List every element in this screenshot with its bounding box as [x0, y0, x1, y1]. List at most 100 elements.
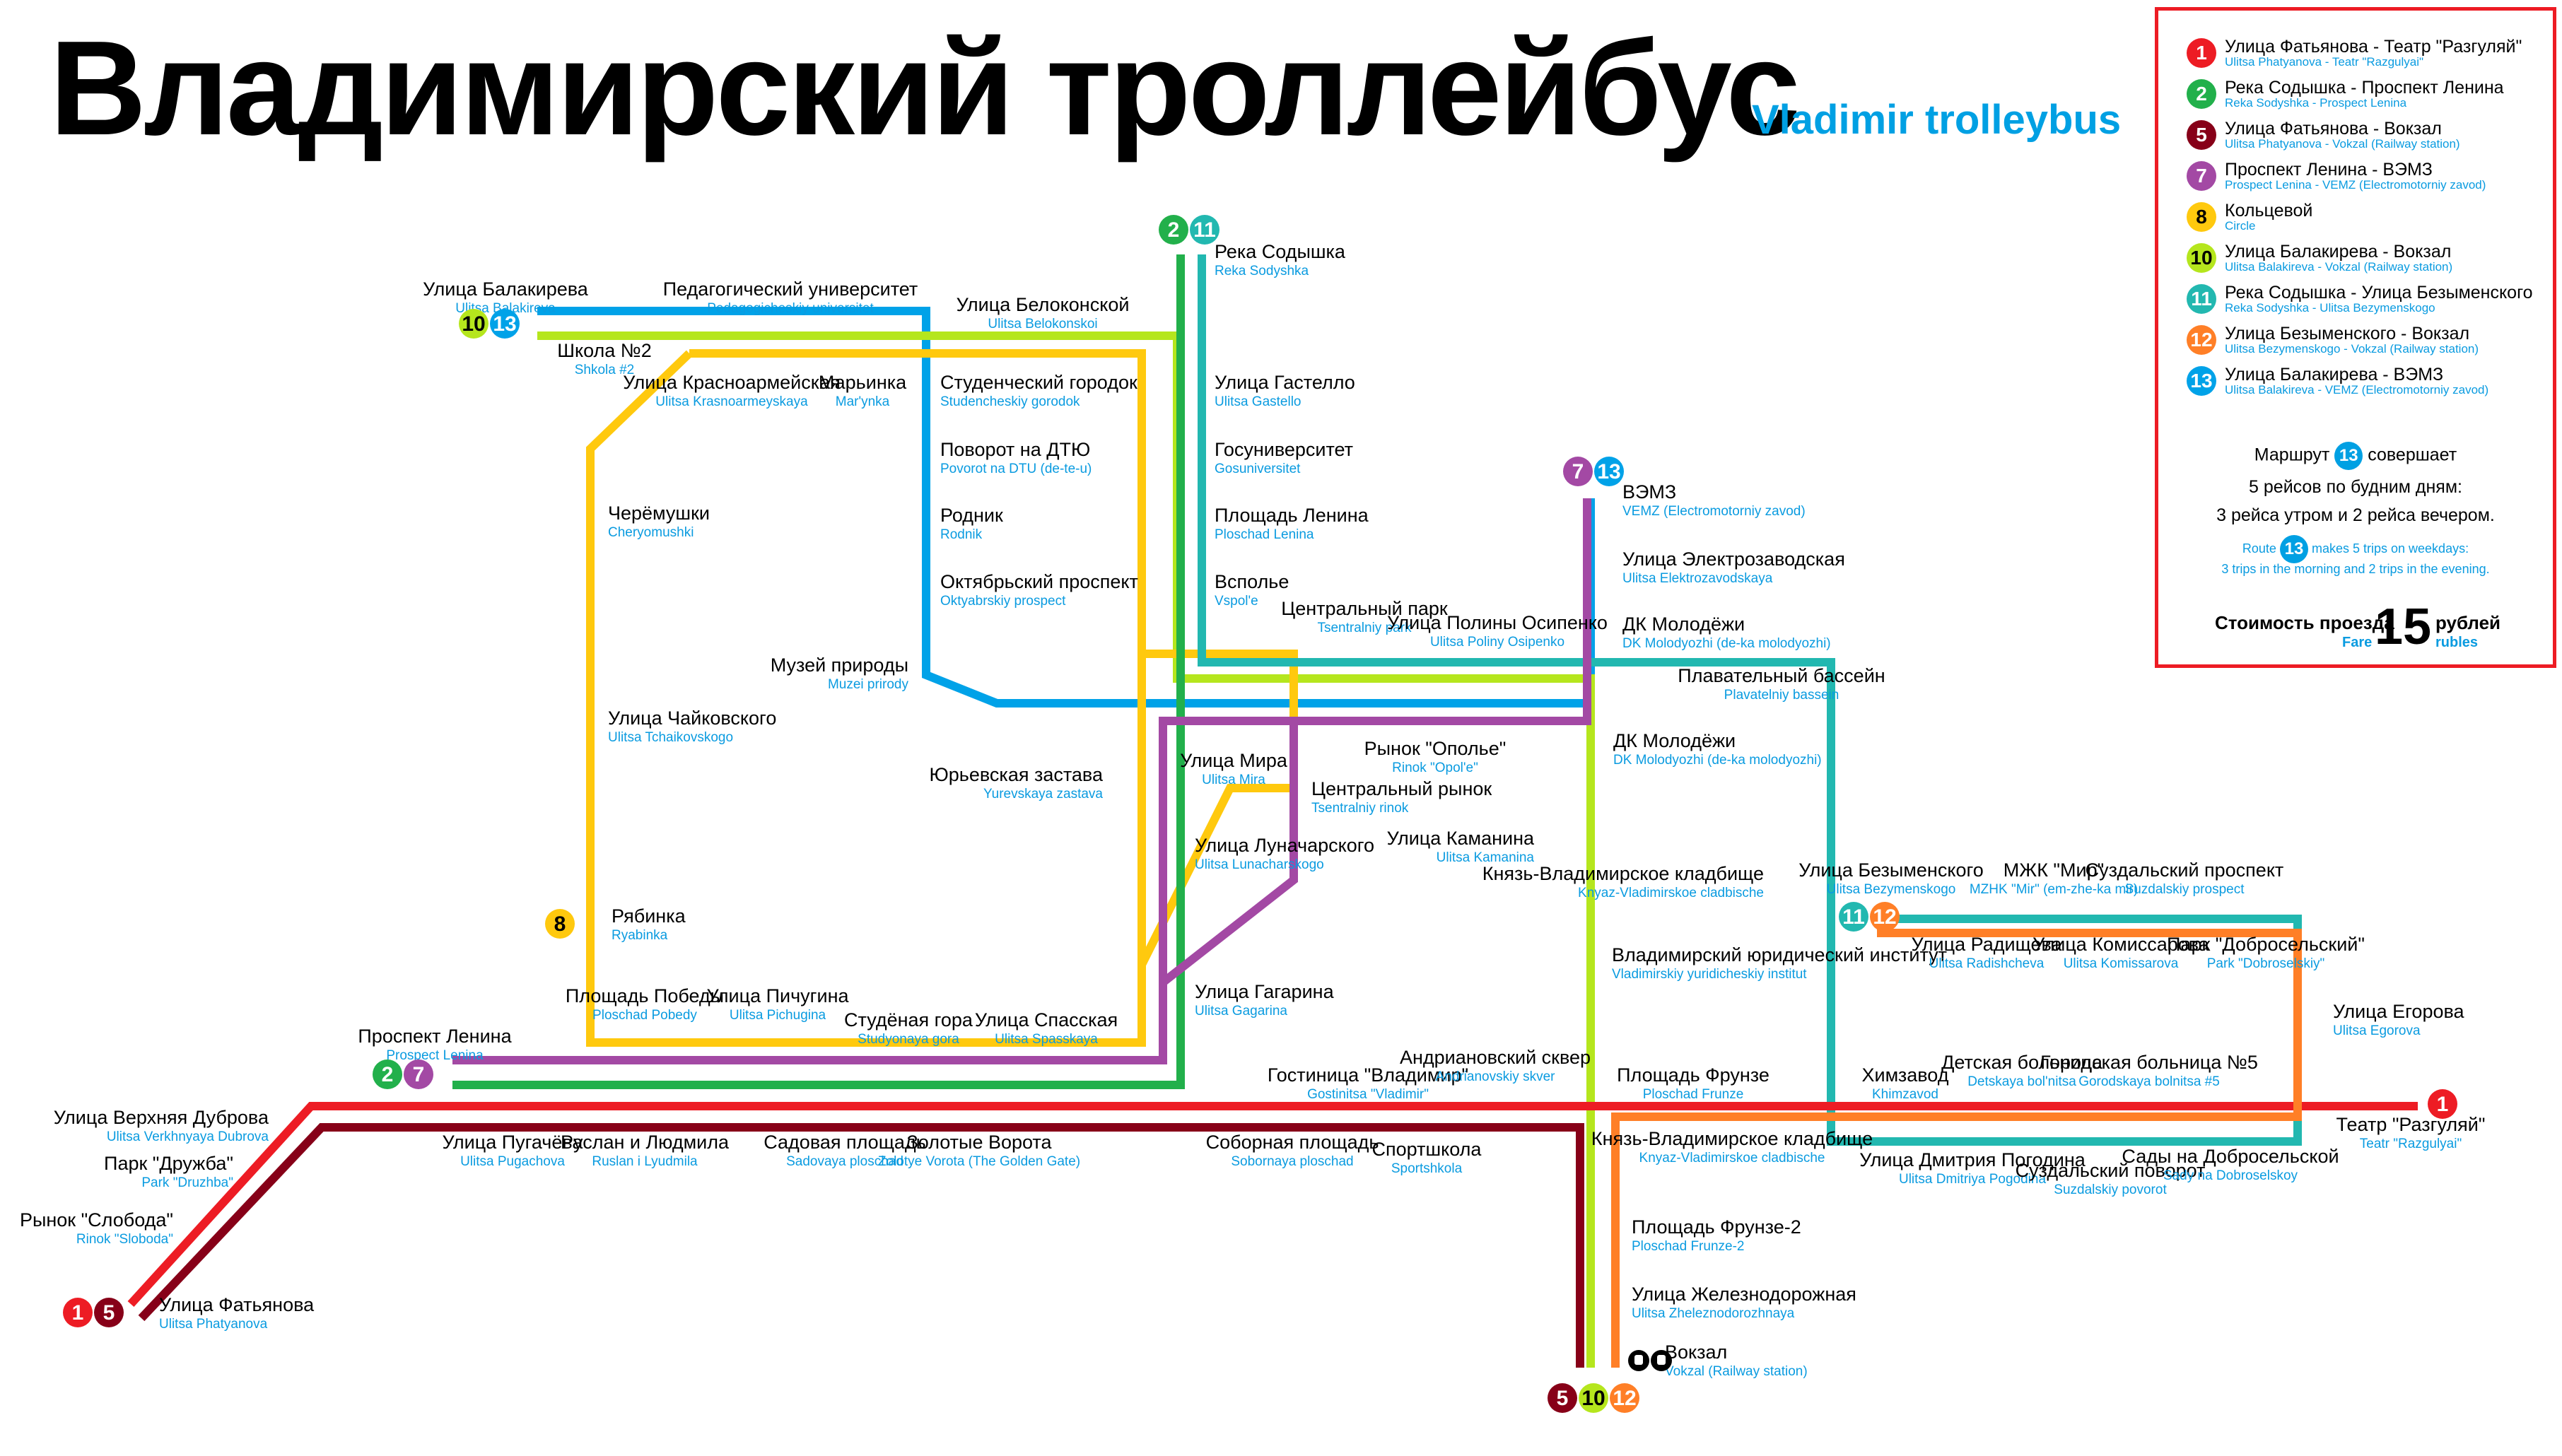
- station-name-ru: Театр "Разгуляй": [2336, 1114, 2486, 1135]
- station-name-en: Ulitsa Belokonskoi: [988, 317, 1097, 331]
- legend-route-name-ru: Улица Балакирева - ВЭМЗ: [2225, 365, 2444, 384]
- station-name-en: Zolotye Vorota (The Golden Gate): [878, 1154, 1080, 1169]
- station-name-en: Rinok "Opol'e": [1392, 761, 1478, 775]
- train-icon: [1628, 1350, 1649, 1371]
- station-name-ru: Улица Спасская: [975, 1009, 1118, 1031]
- station-name-en: Ulitsa Komissarova: [2064, 956, 2179, 971]
- station-name-ru: МЖК "Мир": [2004, 859, 2104, 881]
- station-name-en: Sobornaya ploschad: [1231, 1154, 1353, 1169]
- icon-body: [1657, 1355, 1666, 1365]
- station-name-ru: Школа №2: [557, 340, 652, 361]
- station-name-en: Andrianovskiy skver: [1436, 1069, 1556, 1084]
- route-badge-number: 7: [413, 1063, 425, 1086]
- station-name-en: Yurevskaya zastava: [983, 787, 1103, 802]
- station-name-ru: Проспект Ленина: [358, 1026, 512, 1047]
- station-name-ru: Юрьевская застава: [930, 764, 1104, 785]
- route-badge-7: 7: [2187, 161, 2216, 192]
- route-badge-12: 12: [2187, 325, 2216, 356]
- station-name-en: Teatr "Razgulyai": [2360, 1137, 2462, 1151]
- station-name-ru: ДК Молодёжи: [1613, 730, 1736, 751]
- station-name-ru: Улица Фатьянова: [159, 1294, 315, 1315]
- route-badge-number: 10: [1581, 1387, 1605, 1410]
- route-badge-circle: [1159, 215, 1188, 245]
- station-name-ru: Река Содышка: [1215, 241, 1346, 262]
- station-name-en: Oktyabrskiy prospect: [940, 594, 1066, 609]
- station-name-en: Cheryomushki: [608, 525, 694, 540]
- legend-route-name-ru: Улица Фатьянова - Театр "Разгуляй": [2225, 37, 2522, 57]
- station-name-en: Sadovaya ploschad: [786, 1154, 903, 1169]
- station-name-ru: Площадь Фрунзе-2: [1632, 1216, 1801, 1238]
- station-name-ru: Улица Белоконской: [957, 294, 1130, 315]
- route-badge-7: 7: [404, 1059, 433, 1089]
- route-8-upper: [689, 349, 1298, 967]
- route-badge-12: 12: [1870, 902, 1900, 932]
- route-badge-5: 5: [94, 1298, 124, 1327]
- legend-route-name-ru: Улица Фатьянова - Вокзал: [2225, 119, 2442, 139]
- route-badge-circle: [1839, 902, 1868, 932]
- route-badge-11: 11: [1839, 902, 1868, 932]
- station-name-en: Vladimirskiy yuridicheskiy institut: [1612, 967, 1807, 982]
- route-badge-5: 5: [1548, 1383, 1577, 1413]
- station-name-en: Gorodskaya bolnitsa #5: [2078, 1074, 2220, 1089]
- route-badge-circle: [94, 1298, 124, 1327]
- map-icons: [1628, 1350, 1672, 1371]
- station-name-ru: Князь-Владимирское кладбище: [1591, 1128, 1873, 1149]
- station-name-ru: Улица Чайковского: [608, 708, 776, 729]
- station-name-ru: Руслан и Людмила: [561, 1132, 730, 1153]
- station-name-ru: Улица Электрозаводская: [1622, 548, 1845, 570]
- route-badge-circle: [1190, 215, 1219, 245]
- route-badge-circle: [490, 309, 520, 339]
- fare-label-en: Fare: [2342, 635, 2373, 650]
- route-badge-number: 7: [1572, 460, 1584, 483]
- station-name-en: Ulitsa Gagarina: [1195, 1004, 1287, 1018]
- station-name-ru: Госуниверситет: [1215, 439, 1353, 460]
- station-label: Владимирский юридический институтVladimi…: [1612, 944, 1947, 982]
- route-badge-2: 2: [2187, 79, 2216, 110]
- route-badge-circle: [1870, 902, 1900, 932]
- station-name-en: Ploschad Frunze-2: [1632, 1239, 1744, 1254]
- station-name-en: Ulitsa Kamanina: [1437, 850, 1535, 865]
- station-name-ru: Улица Красноармейская: [623, 372, 841, 393]
- page-title: Владимирский троллейбус: [49, 13, 1801, 163]
- legend-route-name-ru: Река Содышка - Проспект Ленина: [2225, 78, 2504, 98]
- note-en-before: Route: [2242, 541, 2276, 556]
- note-ru-after: совершает: [2368, 445, 2457, 465]
- station-name-en: Prospect Lenina: [386, 1048, 484, 1063]
- station-name-ru: Улица Пичугина: [706, 985, 849, 1006]
- station-name-en: Povorot na DTU (de-te-u): [940, 462, 1092, 476]
- route-badge-1: 1: [2428, 1089, 2457, 1119]
- station-name-en: Ulitsa Krasnoarmeyskaya: [655, 394, 808, 409]
- route-badge-10: 10: [1579, 1383, 1608, 1413]
- station-name-en: Ulitsa Bezymenskogo: [1827, 882, 1956, 897]
- route-badge-circle: [1579, 1383, 1608, 1413]
- route-badge-circle: [2428, 1089, 2457, 1119]
- route-badge-circle: [545, 909, 575, 939]
